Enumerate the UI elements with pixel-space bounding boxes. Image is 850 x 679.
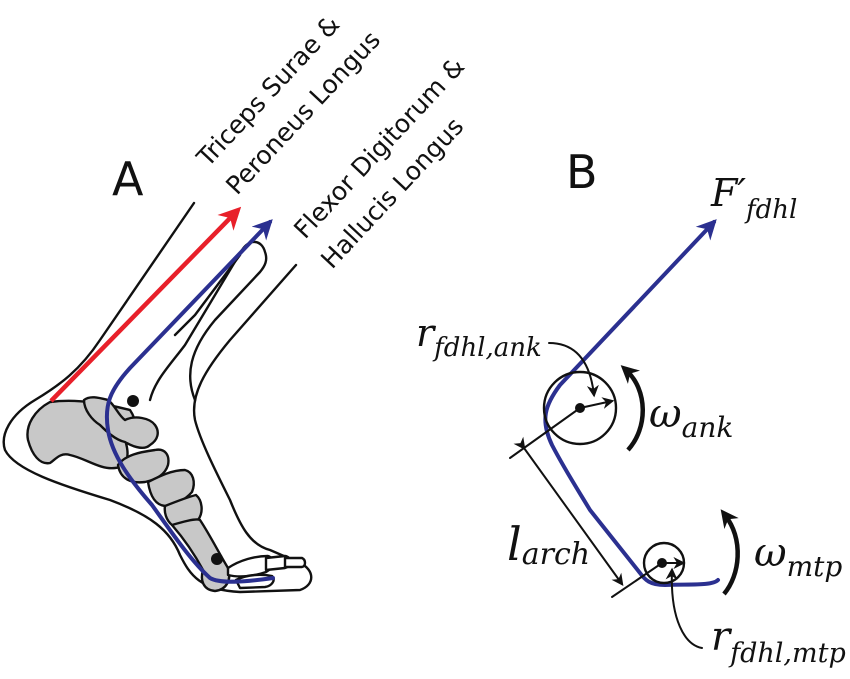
omega-mtp-arc-arrow [720,509,740,596]
l-arch-subscript: arch [522,537,590,572]
l-arch-dimension-arrow [513,436,624,586]
l-arch-symbol: l [507,517,522,571]
panel-b: B F′fdhl rfdhl,ank ωank larch [416,145,846,669]
tibia-outline [148,240,268,402]
panel-a: A Triceps Surae & Peroneus Longus Flexor… [2,10,470,594]
r-ank-pointer [548,342,599,398]
r-ank-label: rfdhl,ank [416,311,542,363]
toe-phalanx-3 [283,556,307,569]
force-subscript: fdhl [744,195,797,225]
fdhl-tendon-arrow [104,219,275,584]
r-mtp-symbol: r [711,614,733,660]
fdhl-tendon-path [543,219,720,587]
r-ank-subscript: fdhl,ank [432,333,542,363]
leg-skin-inner [173,253,242,337]
l-arch-label: larch [507,517,590,572]
omega-mtp-symbol: ω [754,530,787,576]
arch-extension-line-mtp [611,562,663,598]
panel-a-label: A [112,152,144,206]
leg-skin-back [2,201,313,594]
r-mtp-label: rfdhl,mtp [711,614,846,669]
omega-ank-subscript: ank [682,411,734,444]
cuneiform-bone [146,468,195,508]
omega-ank-label: ωank [649,391,733,444]
r-mtp-pointer [665,567,703,649]
triceps-tendon-arrow [49,206,242,403]
omega-mtp-subscript: mtp [787,550,843,583]
force-symbol: F′ [710,171,746,215]
mtp-joint-dot [211,553,223,565]
r-mtp-subscript: fdhl,mtp [728,638,846,669]
r-ank-radius-arrow [579,397,615,409]
panel-b-label: B [566,145,598,199]
omega-ank-symbol: ω [649,391,682,437]
ankle-joint-dot [127,395,139,407]
omega-ank-arc-arrow [620,365,645,452]
r-ank-symbol: r [416,311,437,355]
force-label: F′fdhl [710,171,797,225]
omega-mtp-label: ωmtp [754,530,842,583]
